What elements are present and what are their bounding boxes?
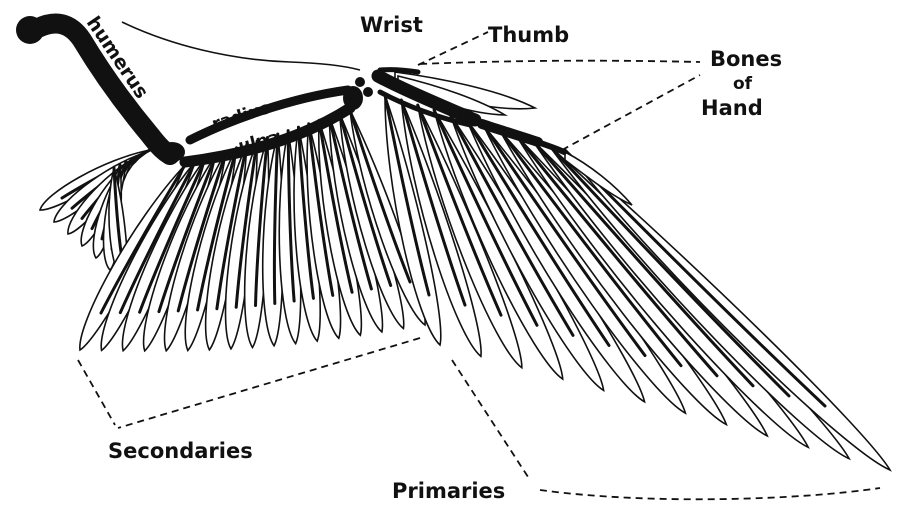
label-wrist: Wrist	[360, 13, 423, 37]
secondaries-leader-2	[118, 338, 420, 428]
label-bones-line3: Hand	[701, 96, 763, 120]
thumb-bone	[380, 70, 418, 72]
wrist-end-forearm	[343, 86, 363, 110]
label-bones-line2: of	[733, 74, 753, 94]
label-bones-line1: Bones	[710, 47, 782, 71]
bones-leader-2	[562, 75, 700, 150]
label-secondaries: Secondaries	[108, 439, 253, 463]
bones-leader-1	[420, 61, 700, 64]
wrist-carpal-2	[363, 87, 373, 97]
primaries-leader-2	[540, 488, 880, 499]
label-thumb: Thumb	[488, 23, 569, 47]
label-radius: radius	[210, 98, 273, 135]
wrist-carpal-1	[355, 77, 365, 87]
body-contour	[122, 22, 360, 70]
label-primaries: Primaries	[392, 479, 505, 503]
thumb-leader	[418, 32, 488, 65]
humerus-head	[16, 16, 44, 44]
primaries-leader-1	[452, 360, 530, 480]
secondaries-leader-1	[78, 360, 115, 425]
primary-feathers	[385, 95, 890, 470]
